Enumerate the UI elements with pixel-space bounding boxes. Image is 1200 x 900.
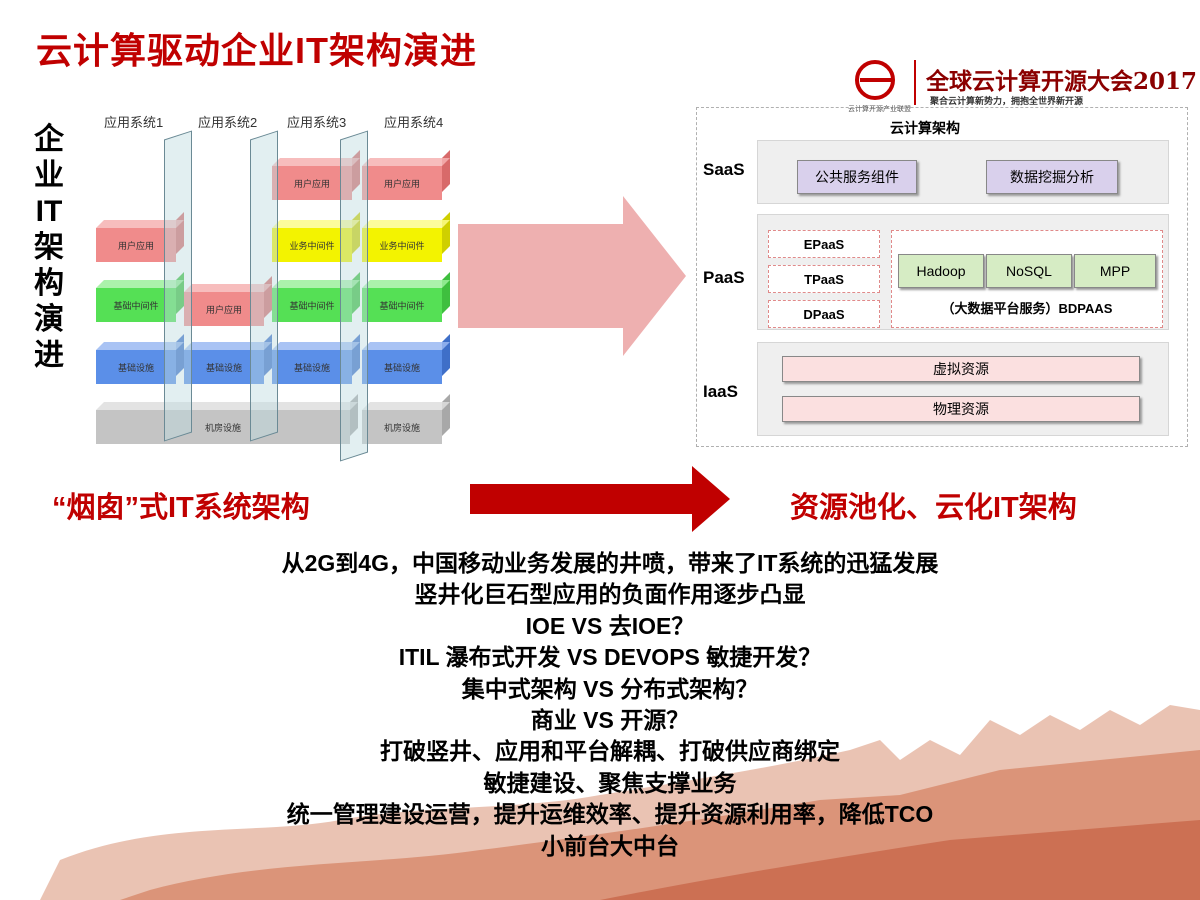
paas-item: EPaaS: [768, 230, 880, 258]
saas-item: 公共服务组件: [797, 160, 917, 194]
system-label: 应用系统3: [287, 112, 346, 131]
infra-box: 基础设施: [362, 350, 442, 384]
bigdata-item: NoSQL: [986, 254, 1072, 288]
system-label: 应用系统4: [384, 112, 443, 131]
separator-pane: [250, 130, 278, 441]
vertical-title: 企业IT架构演进: [32, 122, 66, 374]
paas-item: DPaaS: [768, 300, 880, 328]
saas-label: SaaS: [703, 160, 745, 180]
paas-item: TPaaS: [768, 265, 880, 293]
system-label: 应用系统2: [198, 112, 257, 131]
key-point: 小前台大中台: [100, 831, 1120, 862]
key-point: 商业 VS 开源？: [100, 705, 1120, 736]
key-points: 从2G到4G，中国移动业务发展的井喷，带来了IT系统的迅猛发展 竖井化巨石型应用…: [100, 548, 1120, 862]
key-point: IOE VS 去IOE？: [100, 611, 1120, 642]
key-point: 集中式架构 VS 分布式架构？: [100, 674, 1120, 705]
key-point: 敏捷建设、聚焦支撑业务: [100, 768, 1120, 799]
iaas-label: IaaS: [703, 382, 738, 402]
red-arrow-icon: [470, 466, 732, 532]
key-point: ITIL 瀑布式开发 VS DEVOPS 敏捷开发？: [100, 642, 1120, 673]
user-app-box: 用户应用: [362, 166, 442, 200]
logo-tagline: 聚合云计算新势力，拥抱全世界新开源: [930, 94, 1083, 107]
bigdata-item: MPP: [1074, 254, 1156, 288]
base-middleware-box: 基础中间件: [362, 288, 442, 322]
key-point: 从2G到4G，中国移动业务发展的井喷，带来了IT系统的迅猛发展: [100, 548, 1120, 579]
key-point: 打破竖井、应用和平台解耦、打破供应商绑定: [100, 736, 1120, 767]
separator-pane: [340, 130, 368, 461]
logo-org: 云计算开源产业联盟: [848, 104, 911, 114]
arch-title: 云计算架构: [890, 118, 960, 138]
iaas-item: 虚拟资源: [782, 356, 1140, 382]
transition-arrow-icon: [458, 196, 688, 356]
datacenter-box: 机房设施: [362, 410, 442, 444]
bdpaas-label: （大数据平台服务）BDPAAS: [891, 298, 1163, 317]
separator-pane: [164, 130, 192, 441]
saas-item: 数据挖掘分析: [986, 160, 1118, 194]
page-title: 云计算驱动企业IT架构演进: [36, 22, 477, 74]
logo-name: 全球云计算开源大会2017: [926, 62, 1197, 96]
datacenter-box: 机房设施: [96, 410, 350, 444]
conference-logo-mark-icon: [852, 58, 898, 102]
subtitle-left: “烟囱”式IT系统架构: [52, 484, 310, 526]
paas-label: PaaS: [703, 268, 745, 288]
key-point: 竖井化巨石型应用的负面作用逐步凸显: [100, 579, 1120, 610]
subtitle-right: 资源池化、云化IT架构: [790, 484, 1077, 526]
iaas-item: 物理资源: [782, 396, 1140, 422]
bigdata-item: Hadoop: [898, 254, 984, 288]
system-label: 应用系统1: [104, 112, 163, 131]
middleware-box: 业务中间件: [362, 228, 442, 262]
key-point: 统一管理建设运营，提升运维效率、提升资源利用率，降低TCO: [100, 799, 1120, 830]
logo-divider: [914, 60, 916, 105]
